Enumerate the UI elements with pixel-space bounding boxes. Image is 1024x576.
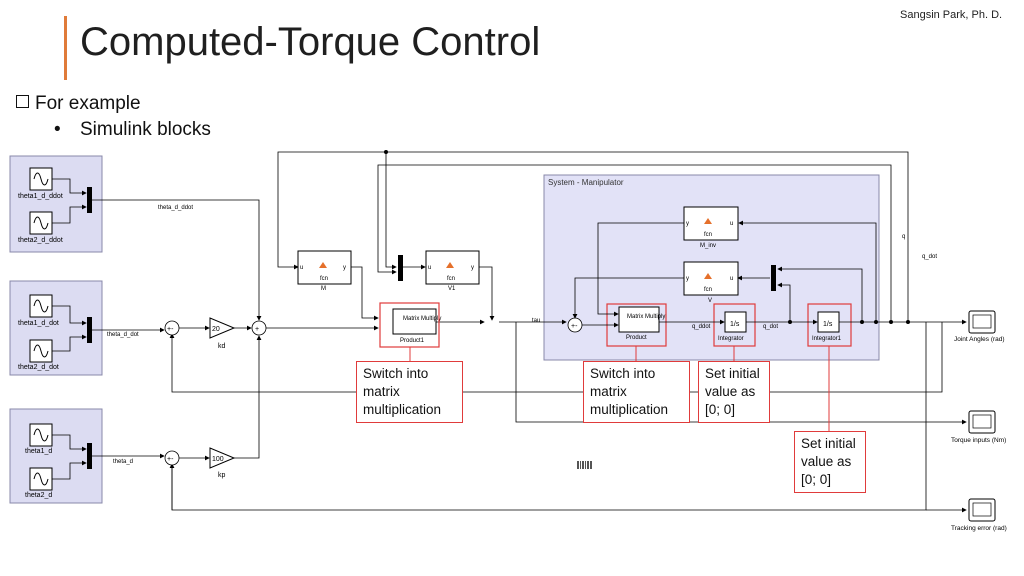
checkbox-bullet-icon [16,95,29,108]
mux-ddot [87,187,92,213]
svg-text:Joint Angles (rad): Joint Angles (rad) [954,336,1005,343]
svg-text:Product1: Product1 [400,338,425,344]
sine-block-theta2-d-ddot [29,211,53,235]
subsystem-label: System - Manipulator [548,178,624,187]
title-accent-bar [64,16,67,80]
svg-text:M: M [321,286,326,292]
bullet-level1-text: For example [35,93,141,114]
label-theta2-d-ddot: theta2_d_ddot [18,237,63,244]
source-group-dot [9,280,103,376]
fcn-block-M: u y fcn M [297,250,352,292]
sine-block-theta2-d [29,467,53,491]
svg-text:y: y [686,276,689,282]
gain-kp: 100 kp [209,447,236,479]
label-theta2-d-dot: theta2_d_dot [18,364,59,371]
svg-text:y: y [471,265,474,271]
svg-text:u: u [300,265,303,271]
svg-text:Tracking error (rad): Tracking error (rad) [951,525,1007,532]
bullet-level2: • Simulink blocks [54,119,211,141]
svg-text:u: u [730,221,733,227]
label-theta1-d: theta1_d [25,448,52,455]
slide-title: Computed-Torque Control [80,20,541,64]
svg-text:fcn: fcn [704,287,712,293]
bullet-level2-text: Simulink blocks [80,119,211,140]
svg-text:+: + [255,326,259,333]
product1-block: Matrix Multiply Product1 [392,308,441,344]
sum-pos-error: +- [164,450,180,466]
svg-text:y: y [686,221,689,227]
signal-q-dot: q_dot [922,254,937,260]
svg-text:1/s: 1/s [823,321,833,328]
scope-joint-angles: Joint Angles (rad) [954,310,1005,343]
signal-q: q [902,234,905,240]
svg-text:V1: V1 [448,286,456,292]
product-block: Matrix Multiply Product [618,306,665,341]
sine-block-theta1-d [29,423,53,447]
svg-text:fcn: fcn [447,276,455,282]
sum-three-input: + [251,320,267,336]
gain-kp-label: kp [218,472,226,479]
svg-text:+-: +- [167,326,174,333]
mux-V1 [398,255,403,281]
label-theta2-d: theta2_d [25,492,52,499]
author-label: Sangsin Park, Ph. D. [900,9,1003,21]
sine-block-theta2-d-dot [29,339,53,363]
svg-text:Product: Product [626,335,647,341]
mux-pos [87,443,92,469]
svg-text:Integrator1: Integrator1 [812,336,842,342]
gain-kp-value: 100 [212,456,224,463]
svg-text:Integrator: Integrator [718,336,744,342]
svg-text:fcn: fcn [320,276,328,282]
signal-q-ddot: q_ddot [692,324,711,330]
source-group-ddot [9,155,103,253]
signal-tau: tau [532,318,540,324]
svg-text:V: V [708,298,712,304]
mux-V [771,265,776,291]
signal-theta-d-ddot: theta_d_ddot [158,205,193,211]
sine-block-theta1-d-dot [29,294,53,318]
svg-text:1/s: 1/s [730,321,740,328]
svg-text:y: y [343,265,346,271]
svg-text:+-: +- [571,323,578,330]
integrator-block: 1/s Integrator [718,311,747,342]
svg-text:+-: +- [167,456,174,463]
integrator1-block: 1/s Integrator1 [812,311,842,342]
scope-tracking-error: Tracking error (rad) [951,498,1007,532]
svg-text:Torque inputs (Nm): Torque inputs (Nm) [951,437,1006,444]
fcn-block-V1: u y fcn V1 [425,250,480,292]
svg-text:Matrix Multiply: Matrix Multiply [403,316,441,322]
sine-block-theta1-d-ddot [29,167,53,191]
gain-kd-label: kd [218,343,226,350]
callout-integrator: Set initial value as [0; 0] [698,361,770,423]
dot-bullet-icon: • [54,119,61,140]
label-theta1-d-dot: theta1_d_dot [18,320,59,327]
gain-kd: 20 kd [209,317,236,350]
fcn-block-M-inv: y u fcn M_inv [683,206,739,249]
scope-torque-inputs: Torque inputs (Nm) [951,410,1006,444]
callout-product1: Switch into matrix multiplication [356,361,463,423]
signal-theta-d-dot: theta_d_dot [107,332,139,338]
label-theta1-d-ddot: theta1_d_ddot [18,193,63,200]
callout-product: Switch into matrix multiplication [583,361,690,423]
marker-bars [577,461,592,469]
source-group-pos [9,408,103,504]
svg-text:M_inv: M_inv [700,243,716,249]
callout-integrator1: Set initial value as [0; 0] [794,431,866,493]
gain-kd-value: 20 [212,326,220,333]
svg-text:fcn: fcn [704,232,712,238]
svg-text:u: u [730,276,733,282]
svg-text:u: u [428,265,431,271]
mux-dot [87,317,92,343]
svg-text:Matrix Multiply: Matrix Multiply [627,314,665,320]
signal-q-dot-inner: q_dot [763,324,778,330]
fcn-block-V: y u fcn V [683,261,739,304]
signal-theta-d: theta_d [113,459,133,465]
bullet-level1: For example [16,93,141,115]
sum-dot-error: +- [164,320,180,336]
sum-inner: +- [567,317,583,333]
